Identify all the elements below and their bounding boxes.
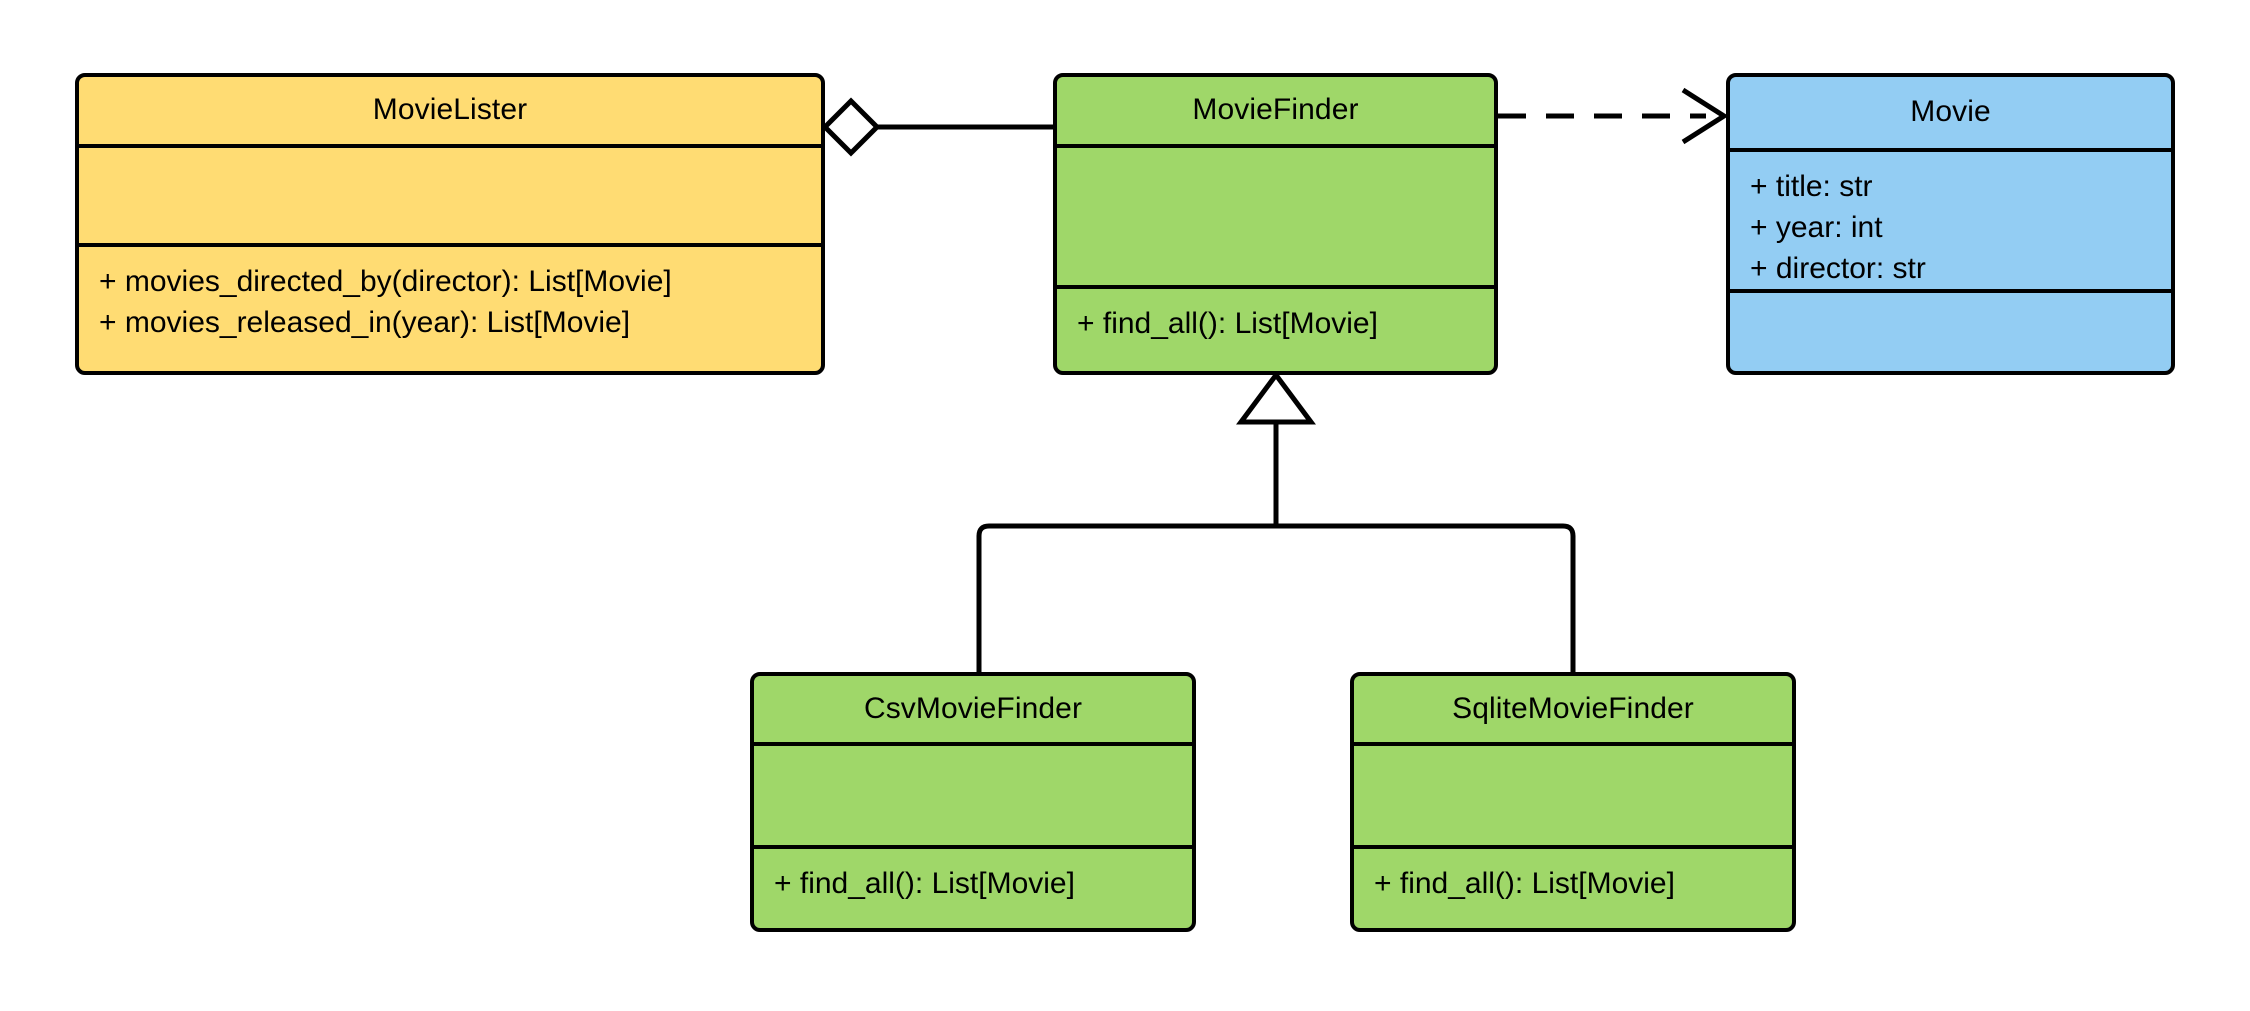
generalization-branch-sqlite-line — [1276, 523, 1576, 672]
class-method-item: + find_all(): List[Movie] — [774, 867, 1075, 900]
class-title-movie: Movie — [1730, 77, 2171, 152]
open-arrow-icon — [1681, 87, 1729, 145]
class-attribute-item: + title: str — [1750, 169, 1873, 203]
class-attributes-sqlite-movie-finder — [1354, 746, 1792, 849]
class-method-item: + movies_released_in(year): List[Movie] — [99, 305, 631, 339]
class-attributes-csv-movie-finder — [754, 746, 1192, 849]
class-methods-csv-movie-finder: + find_all(): List[Movie] — [754, 849, 1192, 928]
dependency-finder-movie-connector[interactable] — [1498, 87, 1729, 145]
class-box-movie-lister[interactable]: MovieLister + movies_directed_by(directo… — [75, 73, 825, 375]
class-method-item: + movies_directed_by(director): List[Mov… — [99, 264, 672, 298]
class-methods-movie — [1730, 293, 2171, 371]
hollow-triangle-icon — [1236, 370, 1316, 425]
hollow-diamond-icon — [821, 97, 881, 157]
class-methods-movie-lister: + movies_directed_by(director): List[Mov… — [79, 247, 821, 371]
class-method-item: + find_all(): List[Movie] — [1374, 867, 1675, 900]
class-box-csv-movie-finder[interactable]: CsvMovieFinder + find_all(): List[Movie] — [750, 672, 1196, 932]
class-attributes-movie: + title: str + year: int + director: str — [1730, 152, 2171, 294]
generalization-branch-csv-line — [976, 523, 1276, 672]
aggregation-lister-finder-connector[interactable] — [821, 97, 1053, 157]
class-title-movie-finder: MovieFinder — [1057, 77, 1494, 148]
class-box-movie[interactable]: Movie + title: str + year: int + directo… — [1726, 73, 2175, 375]
class-box-movie-finder[interactable]: MovieFinder + find_all(): List[Movie] — [1053, 73, 1498, 375]
class-attributes-movie-finder — [1057, 148, 1494, 290]
class-attributes-movie-lister — [79, 148, 821, 247]
generalization-tree-connector[interactable] — [976, 370, 1576, 672]
class-box-sqlite-movie-finder[interactable]: SqliteMovieFinder + find_all(): List[Mov… — [1350, 672, 1796, 932]
class-title-movie-lister: MovieLister — [79, 77, 821, 148]
class-attribute-item: + director: str — [1750, 251, 1926, 285]
class-title-sqlite-movie-finder: SqliteMovieFinder — [1354, 676, 1792, 746]
class-attribute-item: + year: int — [1750, 210, 1883, 244]
class-methods-movie-finder: + find_all(): List[Movie] — [1057, 289, 1494, 371]
class-methods-sqlite-movie-finder: + find_all(): List[Movie] — [1354, 849, 1792, 928]
class-title-csv-movie-finder: CsvMovieFinder — [754, 676, 1192, 746]
class-method-item: + find_all(): List[Movie] — [1077, 307, 1378, 341]
